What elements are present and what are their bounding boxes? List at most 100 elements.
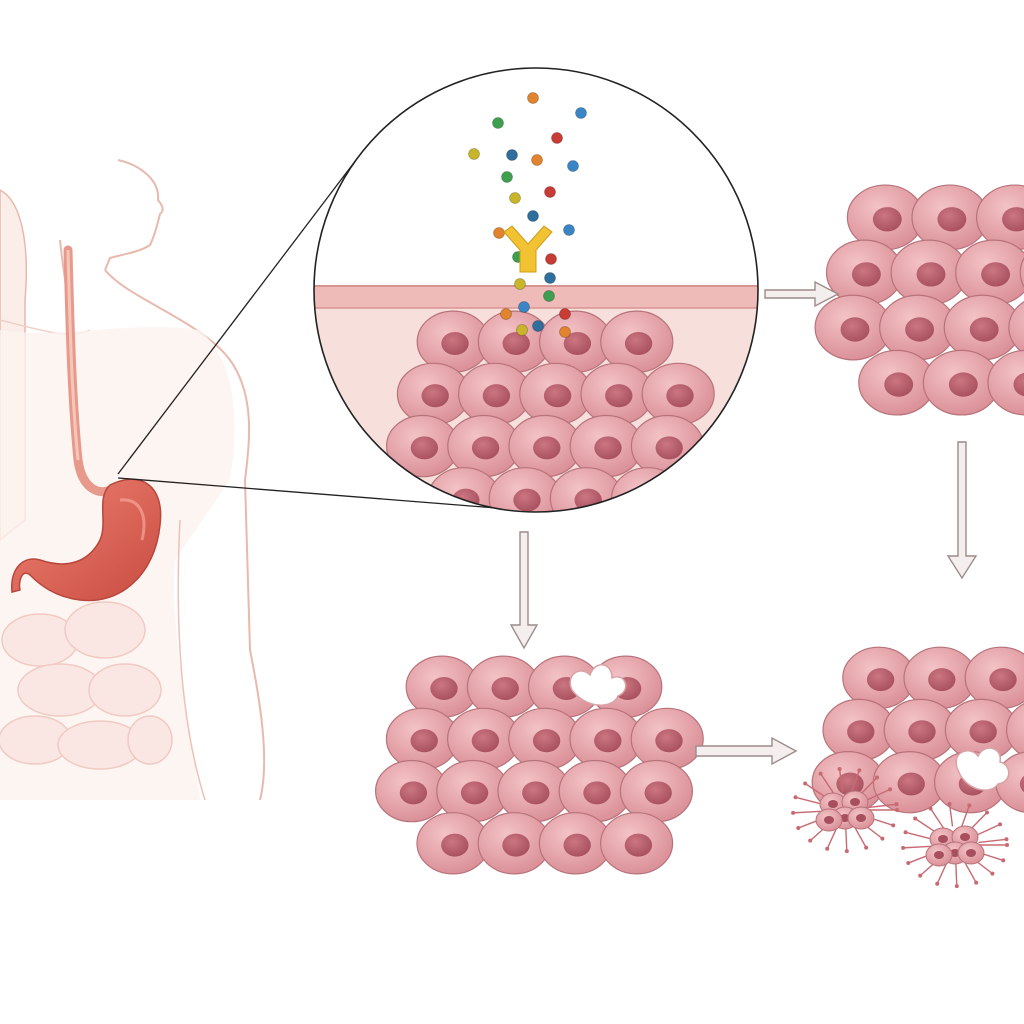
cell-nucleus [666,384,694,408]
cell-nucleus [441,331,469,356]
cell-nucleus [605,384,633,408]
cell [385,707,459,771]
magnified-view [313,67,759,513]
intestines [0,601,173,770]
cell-nucleus [928,668,956,692]
cell-nucleus [533,436,561,460]
zoom-lines [117,159,497,509]
cell [488,467,562,512]
cell-nucleus [866,668,895,692]
cell-nucleus [908,720,936,744]
molecule [527,92,539,104]
cell-membrane [314,286,758,308]
cell-nucleus [916,262,946,287]
spiky-cell [901,802,1009,889]
cell-nucleus [410,436,439,460]
cell-nucleus [532,729,561,753]
cell-nucleus [989,668,1017,692]
arrow-right-top [764,280,840,308]
molecule [493,227,505,239]
cell [943,294,1021,361]
cell [569,707,643,771]
molecule [544,186,556,198]
esophagus-highlight [66,249,80,461]
cell-nucleus [655,436,683,460]
cell [558,759,632,823]
cell-nucleus [624,833,653,857]
molecule [545,253,557,265]
cell-nucleus [851,262,881,287]
molecule [518,301,530,313]
cell-nucleus [1013,372,1024,397]
arrow-down-left [509,531,539,650]
cell [599,812,674,875]
molecule [559,308,571,320]
arrows [509,280,978,766]
cell [846,184,925,251]
cell-nucleus [872,207,902,232]
cell-nucleus [1019,775,1024,793]
cell-nucleus [897,772,925,796]
cell-nucleus [502,833,530,857]
cell [447,707,521,771]
cell-nucleus [502,331,530,356]
cell [619,759,694,823]
cell [1006,703,1024,757]
molecule [516,324,528,336]
cell-nucleus [410,729,438,753]
molecule [514,278,526,290]
cell [976,184,1024,251]
cell-nucleus [491,676,519,701]
cell-nucleus [655,729,683,753]
cell [569,414,643,478]
shoulder-line [104,269,266,801]
molecule [543,290,555,302]
receptor-icon [503,225,553,273]
cell [1008,301,1024,355]
molecule [506,149,518,161]
cell [508,414,582,478]
cell-nucleus [594,436,622,460]
cell-nucleus [969,317,999,342]
signal-molecules [468,92,587,338]
magnified-cell-cluster [386,310,715,512]
head-profile [104,159,164,271]
cell-nucleus [624,331,653,356]
cell-nucleus [421,384,449,408]
cell-nucleus [513,488,541,512]
arrow-down-right [946,441,978,580]
molecule [500,308,512,320]
cell [519,362,593,426]
molecule [563,224,575,236]
cell-nucleus [471,436,500,460]
cell [987,349,1024,416]
human-torso [0,159,266,801]
cell-nucleus [847,720,875,744]
cell [955,239,1024,306]
cell-nucleus [482,384,511,408]
cell-nucleus [1002,207,1024,232]
cell [610,467,685,512]
molecule [575,107,587,119]
molecule [551,132,563,144]
cell-nucleus [840,317,870,342]
cell [879,294,957,361]
cell [538,310,613,373]
cell-nucleus [981,262,1011,287]
cell-nucleus [543,384,572,408]
cell-nucleus [430,676,458,701]
cell-nucleus [969,720,997,744]
cell-nucleus [594,729,622,753]
arm-outline [177,519,206,801]
metastatic-cells [791,767,1009,889]
cell-nucleus [441,833,469,857]
cell [964,646,1024,709]
molecule [527,210,539,222]
cell [641,362,715,426]
cell-nucleus [563,331,592,356]
cell-nucleus [644,781,672,805]
cell [375,759,449,823]
cell [630,707,704,771]
